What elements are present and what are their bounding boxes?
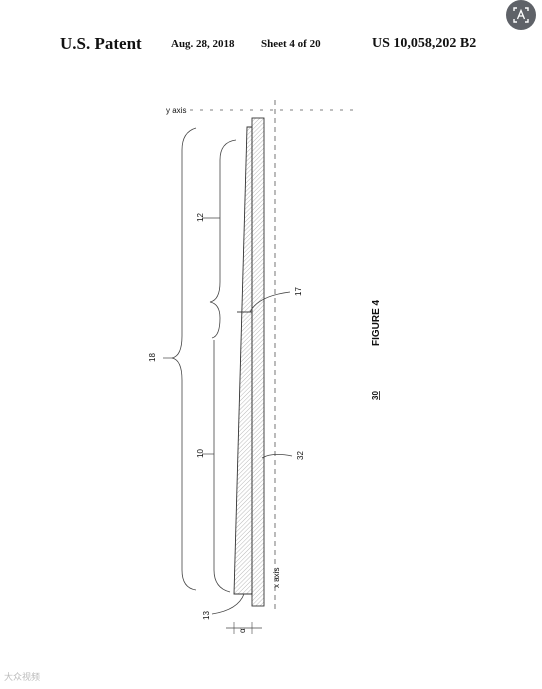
figure-number: 30 xyxy=(371,391,380,400)
ref-12: 12 xyxy=(196,213,205,222)
substrate-layer xyxy=(251,117,265,607)
text-recognition-icon xyxy=(513,7,529,23)
patent-number: US 10,058,202 B2 xyxy=(372,36,477,51)
leader-17 xyxy=(249,291,291,313)
figure-title: FIGURE 4 xyxy=(371,299,382,346)
ref-13: 13 xyxy=(202,611,211,620)
axis-top-label: y axis xyxy=(166,106,186,115)
brace-10 xyxy=(211,317,231,593)
patent-label: U.S. Patent xyxy=(60,34,142,53)
ref-10: 10 xyxy=(196,449,205,458)
leader-32 xyxy=(261,454,293,459)
axis-bottom-label: x axis xyxy=(272,568,281,588)
sheet-number: Sheet 4 of 20 xyxy=(261,38,321,50)
brace-12 xyxy=(209,139,237,319)
ref-17: 17 xyxy=(294,287,303,296)
ref-18: 18 xyxy=(148,353,157,362)
watermark: 大众视频 xyxy=(4,673,41,683)
leader-13 xyxy=(211,593,245,615)
patent-date: Aug. 28, 2018 xyxy=(171,38,235,50)
page-header: U.S. Patent Aug. 28, 2018 Sheet 4 of 20 … xyxy=(0,34,542,54)
tapered-layer xyxy=(233,126,253,595)
dim-label: α xyxy=(238,628,247,633)
ref-32: 32 xyxy=(296,451,305,460)
text-recognition-button[interactable] xyxy=(506,0,536,30)
brace-18 xyxy=(171,127,197,591)
